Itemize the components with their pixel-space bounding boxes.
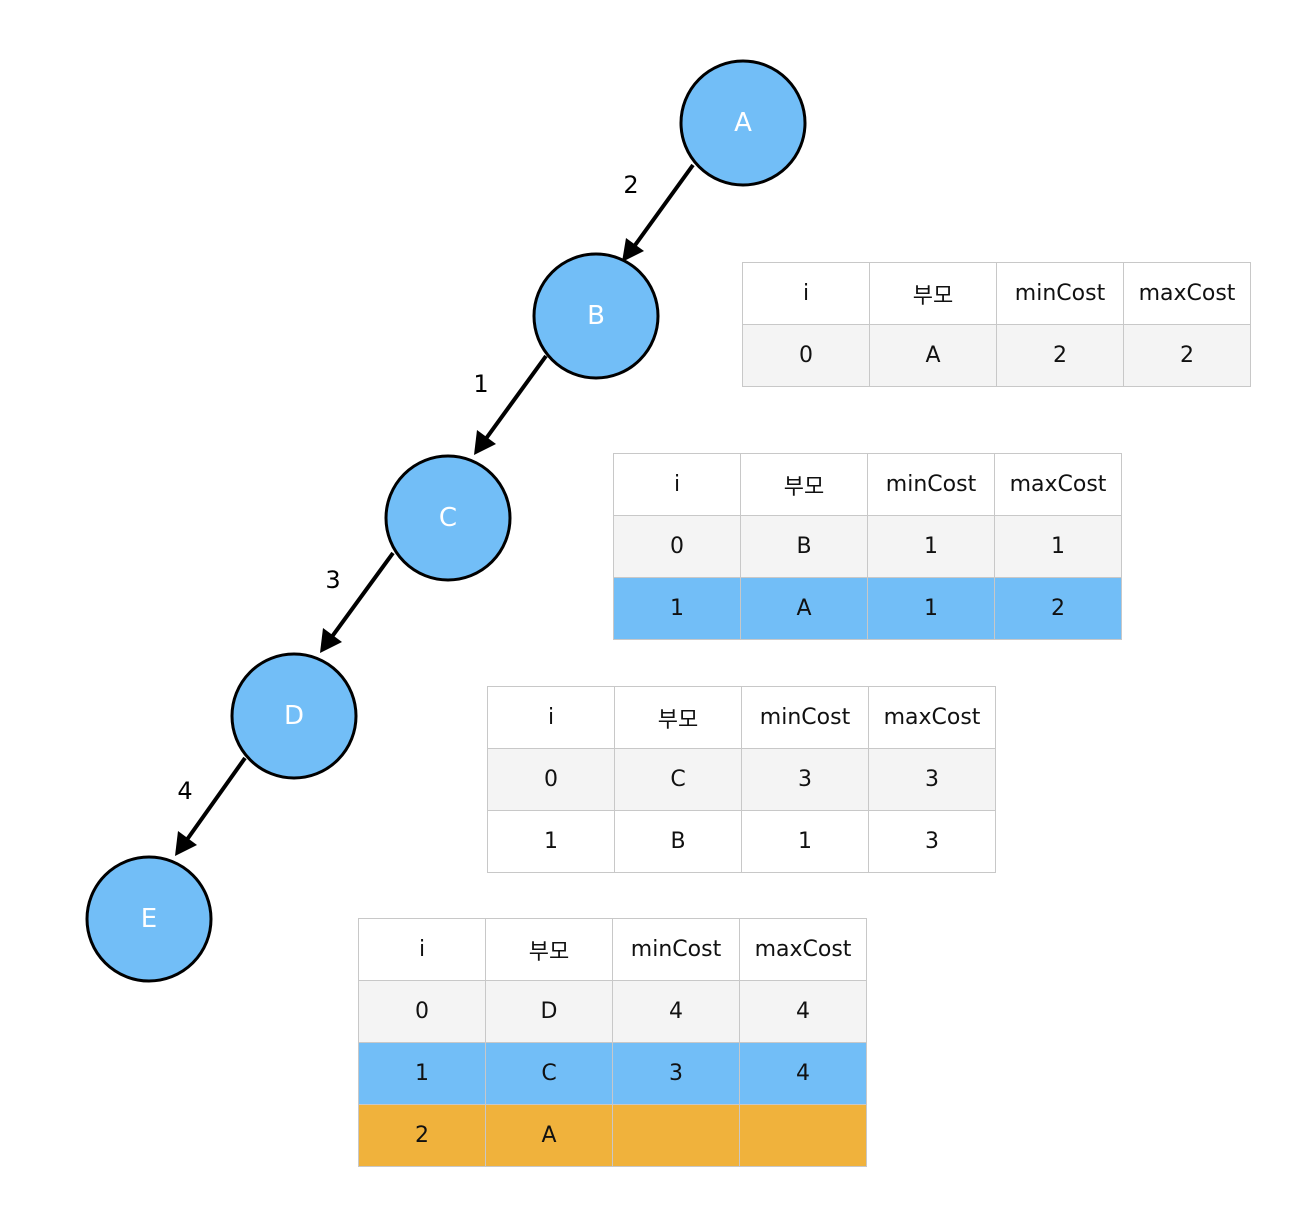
cost-table-2: i 부모 minCost maxCost 0 B 1 1 1 A 1 2: [613, 453, 1122, 640]
header-cell: i: [487, 686, 615, 749]
table-cell: 0: [487, 748, 615, 811]
cost-table-1: i 부모 minCost maxCost 0 A 2 2: [742, 262, 1251, 387]
edge-d-e: [175, 756, 247, 856]
header-cell: 부모: [485, 918, 613, 981]
table-cell: A: [485, 1104, 613, 1167]
table-cell: B: [614, 810, 742, 873]
table-cell: 1: [487, 810, 615, 873]
table-row: 0 A 2 2: [742, 324, 1251, 387]
header-cell: maxCost: [994, 453, 1122, 516]
table-row-current: 2 A: [358, 1104, 867, 1167]
table-row: 0 C 3 3: [487, 748, 996, 811]
cost-table-4: i 부모 minCost maxCost 0 D 4 4 1 C 3 4 2 A: [358, 918, 867, 1167]
table-cell: D: [485, 980, 613, 1043]
header-cell: maxCost: [868, 686, 996, 749]
table-header-row: i 부모 minCost maxCost: [487, 686, 996, 749]
table-cell: 1: [741, 810, 869, 873]
edge-b-c: [474, 354, 548, 455]
table-cell: 3: [868, 810, 996, 873]
node-d: D: [230, 652, 358, 780]
table-cell: 4: [739, 980, 867, 1043]
table-row-highlighted: 1 A 1 2: [613, 577, 1122, 640]
node-c: C: [384, 454, 512, 582]
header-cell: i: [742, 262, 870, 325]
table-cell: A: [740, 577, 868, 640]
table-header-row: i 부모 minCost maxCost: [358, 918, 867, 981]
header-cell: i: [613, 453, 741, 516]
table-cell: 1: [867, 577, 995, 640]
table-row: 0 D 4 4: [358, 980, 867, 1043]
edge-weight-b-c: 1: [473, 370, 488, 398]
header-cell: 부모: [740, 453, 868, 516]
table-header-row: i 부모 minCost maxCost: [613, 453, 1122, 516]
node-label: D: [284, 701, 304, 731]
header-cell: minCost: [741, 686, 869, 749]
edge-weight-c-d: 3: [325, 566, 340, 594]
node-label: E: [141, 904, 157, 934]
header-cell: minCost: [612, 918, 740, 981]
table-cell: [739, 1104, 867, 1167]
table-cell: C: [485, 1042, 613, 1105]
table-row-highlighted: 1 C 3 4: [358, 1042, 867, 1105]
table-cell: 2: [996, 324, 1124, 387]
table-cell: 2: [358, 1104, 486, 1167]
table-cell: 1: [867, 515, 995, 578]
table-cell: 4: [612, 980, 740, 1043]
table-cell: C: [614, 748, 742, 811]
node-label: A: [734, 108, 752, 138]
header-cell: i: [358, 918, 486, 981]
table-cell: 2: [994, 577, 1122, 640]
table-cell: 2: [1123, 324, 1251, 387]
cost-table-3: i 부모 minCost maxCost 0 C 3 3 1 B 1 3: [487, 686, 996, 873]
header-cell: maxCost: [739, 918, 867, 981]
node-label: B: [587, 301, 605, 331]
table-cell: 4: [739, 1042, 867, 1105]
header-cell: minCost: [996, 262, 1124, 325]
edge-a-b: [622, 163, 695, 262]
header-cell: 부모: [869, 262, 997, 325]
header-cell: maxCost: [1123, 262, 1251, 325]
node-b: B: [532, 252, 660, 380]
table-cell: 3: [868, 748, 996, 811]
table-cell: A: [869, 324, 997, 387]
node-e: E: [85, 855, 213, 983]
table-cell: 1: [613, 577, 741, 640]
table-cell: 0: [613, 515, 741, 578]
header-cell: minCost: [867, 453, 995, 516]
node-a: A: [679, 59, 807, 187]
table-cell: 1: [994, 515, 1122, 578]
header-cell: 부모: [614, 686, 742, 749]
table-row: 0 B 1 1: [613, 515, 1122, 578]
table-header-row: i 부모 minCost maxCost: [742, 262, 1251, 325]
table-cell: B: [740, 515, 868, 578]
edge-weight-a-b: 2: [623, 171, 638, 199]
edge-c-d: [320, 551, 395, 653]
table-cell: 3: [741, 748, 869, 811]
table-cell: 1: [358, 1042, 486, 1105]
table-cell: [612, 1104, 740, 1167]
table-cell: 0: [742, 324, 870, 387]
node-label: C: [439, 503, 457, 533]
table-cell: 0: [358, 980, 486, 1043]
table-cell: 3: [612, 1042, 740, 1105]
table-row: 1 B 1 3: [487, 810, 996, 873]
edge-weight-d-e: 4: [177, 777, 192, 805]
